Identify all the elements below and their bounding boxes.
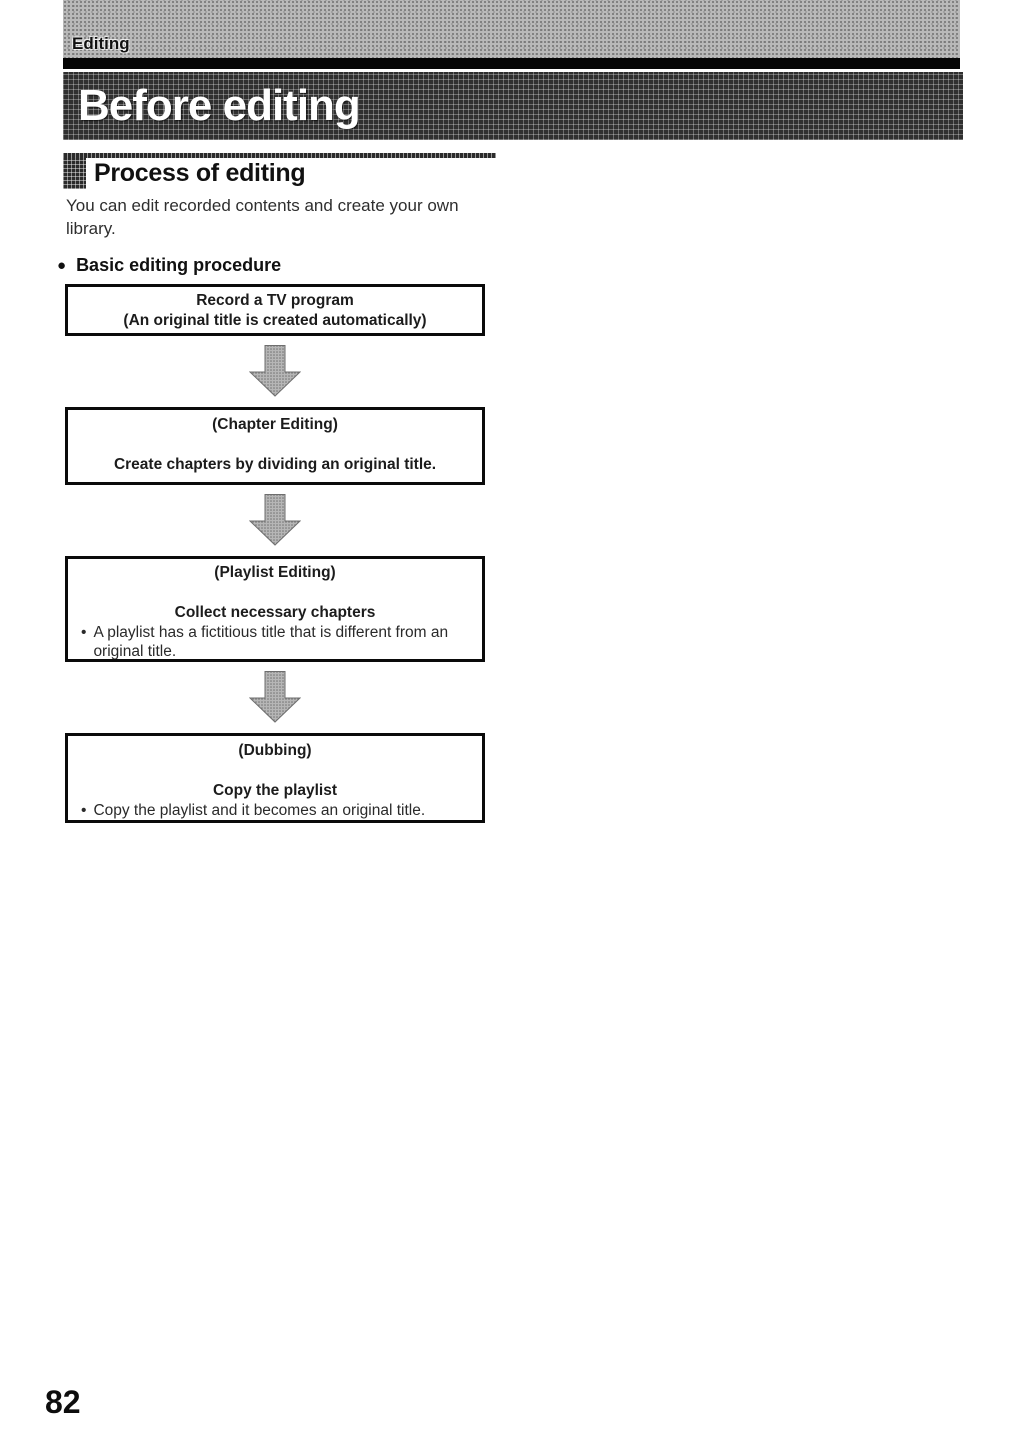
flow-arrow-down-icon <box>249 494 301 546</box>
step-dubbing-note: • Copy the playlist and it becomes an or… <box>74 801 476 820</box>
chapter-tab-label: Editing <box>72 34 130 53</box>
bullet-dot-icon: ● <box>57 257 67 274</box>
page-number: 82 <box>45 1384 81 1420</box>
spacer <box>74 761 476 781</box>
flow-step-record: Record a TV program (An original title i… <box>65 284 485 336</box>
bullet-icon: • <box>81 624 87 641</box>
step-dubbing-action: Copy the playlist <box>212 782 338 799</box>
step-playlist-label: (Playlist Editing) <box>214 564 336 581</box>
spacer <box>74 583 476 603</box>
section-marker-icon <box>63 158 86 189</box>
step-dubbing-note-text: Copy the playlist and it becomes an orig… <box>93 802 426 819</box>
procedure-heading: ● Basic editing procedure <box>57 255 281 276</box>
section-heading: Process of editing <box>63 158 306 189</box>
flow-arrow-down-icon <box>249 671 301 723</box>
divider-bar <box>63 58 960 69</box>
section-banner: Before editing <box>63 72 963 140</box>
step-playlist-action: Collect necessary chapters <box>174 604 376 621</box>
intro-text: You can edit recorded contents and creat… <box>66 194 459 240</box>
intro-line-1: You can edit recorded contents and creat… <box>66 196 459 215</box>
flow-arrow-down-icon <box>249 345 301 397</box>
step-chapter-label: (Chapter Editing) <box>212 416 338 433</box>
flow-step-chapter-editing: (Chapter Editing) Create chapters by div… <box>65 407 485 485</box>
spacer <box>74 435 476 455</box>
flow-step-dubbing: (Dubbing) Copy the playlist • Copy the p… <box>65 733 485 823</box>
step-record-subtitle: (An original title is created automatica… <box>123 312 427 329</box>
step-playlist-note: • A playlist has a fictitious title that… <box>74 623 476 660</box>
intro-line-2: library. <box>66 219 116 238</box>
chapter-tab-band: Editing <box>63 0 960 58</box>
editing-flowchart: Record a TV program (An original title i… <box>65 284 485 823</box>
step-dubbing-label: (Dubbing) <box>238 742 312 759</box>
heading-rule <box>63 153 496 158</box>
step-record-title: Record a TV program <box>196 292 354 309</box>
procedure-heading-label: Basic editing procedure <box>76 255 282 275</box>
section-title: Process of editing <box>94 159 306 187</box>
step-chapter-action: Create chapters by dividing an original … <box>113 456 437 473</box>
flow-step-playlist-editing: (Playlist Editing) Collect necessary cha… <box>65 556 485 662</box>
banner-title: Before editing <box>78 81 361 130</box>
step-playlist-note-text: A playlist has a fictitious title that i… <box>93 624 449 660</box>
bullet-icon: • <box>81 802 87 819</box>
